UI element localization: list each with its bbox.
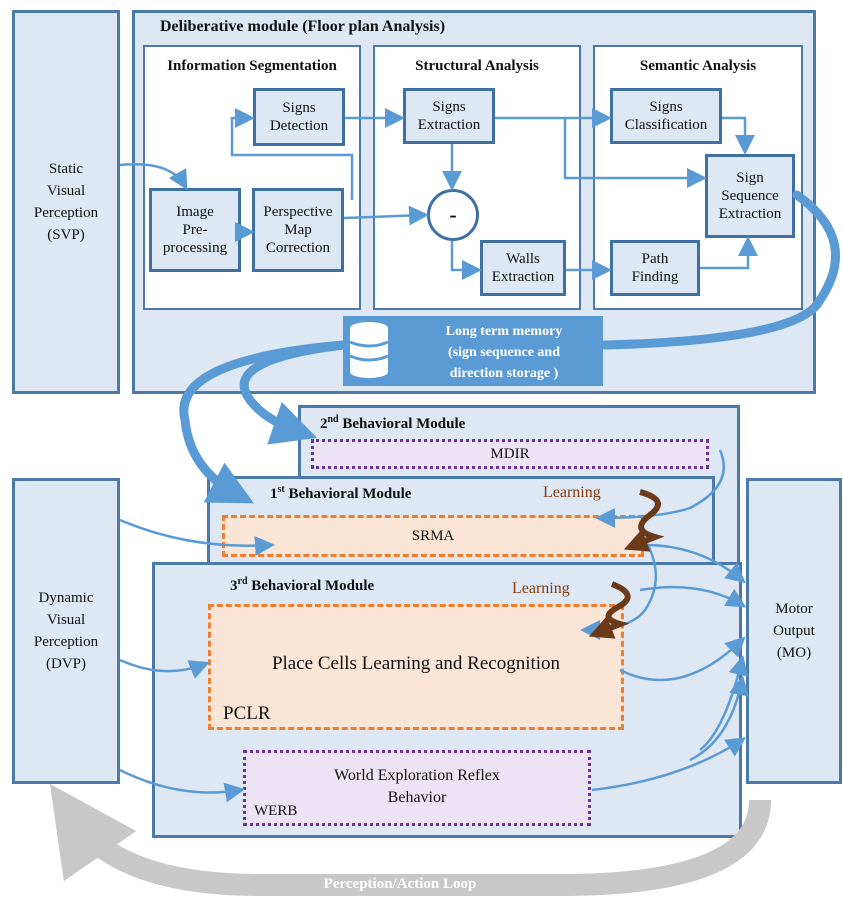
signs-class-line2: Classification — [624, 117, 708, 133]
signs-extraction-line2: Extraction — [417, 117, 481, 133]
sign-seq-line3: Extraction — [718, 206, 782, 222]
svp-box: Static Visual Perception (SVP) — [12, 10, 120, 394]
bm1-rest: Behavioral Module — [284, 486, 412, 502]
pclr-box: Place Cells Learning and Recognition PCL… — [208, 604, 624, 730]
bm3-num: 3 — [230, 578, 238, 594]
perspective-line1: Perspective — [263, 204, 333, 220]
subtract-node: - — [427, 189, 479, 241]
signs-class-line1: Signs — [649, 99, 683, 115]
deliberative-title: Deliberative module (Floor plan Analysis… — [160, 18, 446, 35]
sign-seq-line2: Sequence — [721, 188, 779, 204]
memory-line3: direction storage ) — [449, 366, 559, 381]
bm3-learning: Learning — [512, 580, 570, 597]
bm1-learning: Learning — [543, 484, 601, 501]
walls-line1: Walls — [506, 251, 540, 267]
bm2-sup: nd — [327, 414, 339, 425]
memory-line2: (sign sequence and — [447, 345, 561, 360]
bm2-num: 2 — [320, 416, 328, 432]
werb-box: World Exploration Reflex Behavior WERB — [243, 750, 591, 826]
path-line1: Path — [641, 251, 669, 267]
structural-title: Structural Analysis — [415, 58, 539, 74]
memory-line1: Long term memory — [445, 324, 563, 339]
werb-label: WERB — [254, 803, 298, 819]
srma-box: SRMA — [222, 515, 644, 557]
perspective-line2: Map — [284, 222, 312, 238]
dvp-line3: Perception — [33, 634, 99, 650]
dvp-line4: (DVP) — [46, 656, 86, 672]
mdir-box: MDIR — [311, 439, 709, 469]
perception-action-loop-label: Perception/Action Loop — [323, 876, 477, 892]
segmentation-title: Information Segmentation — [167, 58, 337, 74]
pclr-label: PCLR — [223, 703, 271, 724]
image-pre-line2: Pre- — [182, 222, 208, 238]
mo-box: Motor Output (MO) — [746, 478, 842, 784]
bm3-rest: Behavioral Module — [247, 578, 375, 594]
bm3-title: 3rd Behavioral Module — [230, 576, 374, 595]
bm2-rest: Behavioral Module — [338, 416, 466, 432]
srma-label: SRMA — [411, 527, 455, 544]
semantic-title: Semantic Analysis — [639, 58, 757, 74]
bm3-sup: rd — [237, 576, 248, 587]
bm1-title: 1st Behavioral Module — [270, 484, 411, 503]
sign-seq-line1: Sign — [736, 170, 764, 186]
dvp-line2: Visual — [46, 612, 86, 628]
svp-line2: Visual — [46, 183, 86, 199]
signs-detection-line2: Detection — [269, 118, 329, 134]
walls-line2: Extraction — [491, 269, 555, 285]
mdir-label: MDIR — [490, 445, 530, 462]
image-pre-line1: Image — [176, 204, 214, 220]
image-pre-line3: processing — [162, 240, 228, 256]
bm1-sup: st — [277, 484, 285, 495]
mo-line2: Output — [773, 623, 815, 639]
dvp-line1: Dynamic — [38, 590, 94, 606]
mo-line3: (MO) — [776, 645, 812, 661]
svp-line3: Perception — [33, 205, 99, 221]
signs-extraction-line1: Signs — [432, 99, 466, 115]
svp-line1: Static — [48, 161, 84, 177]
perspective-line3: Correction — [265, 240, 331, 256]
mo-line1: Motor — [775, 601, 813, 617]
dvp-box: Dynamic Visual Perception (DVP) — [12, 478, 120, 784]
bm2-title: 2nd Behavioral Module — [320, 414, 465, 433]
path-line2: Finding — [631, 269, 679, 285]
bm1-num: 1 — [270, 486, 278, 502]
signs-detection-line1: Signs — [282, 100, 316, 116]
svp-line4: (SVP) — [47, 227, 85, 243]
werb-line1: World Exploration Reflex — [334, 767, 500, 784]
memory-text: Long term memory (sign sequence and dire… — [406, 321, 602, 384]
subtract-symbol: - — [449, 202, 457, 227]
pclr-text: Place Cells Learning and Recognition — [271, 653, 561, 674]
